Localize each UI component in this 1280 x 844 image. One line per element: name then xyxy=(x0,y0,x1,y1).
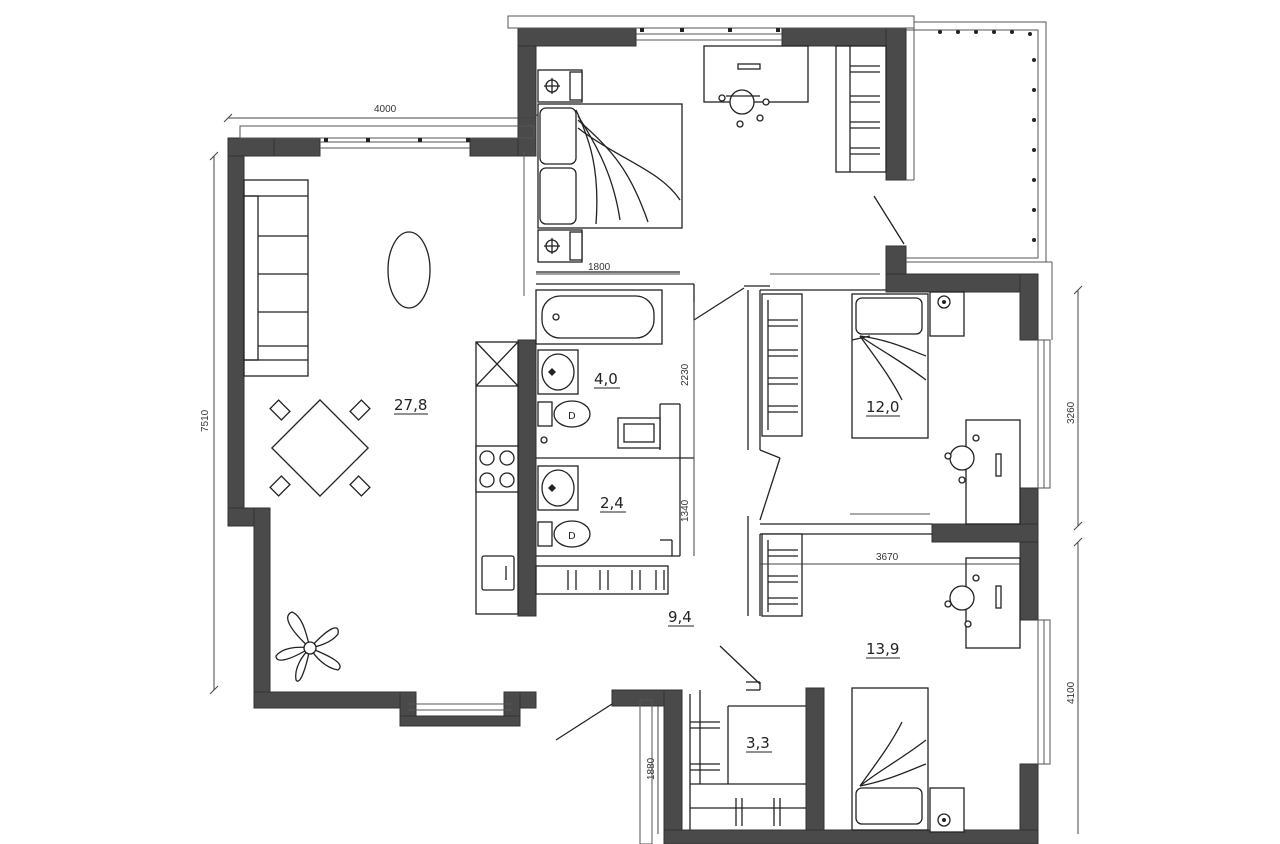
area-bedroom-large: 13,9 xyxy=(866,640,899,658)
hall-wardrobe xyxy=(535,565,669,595)
wall-bed13-right-bottom xyxy=(1019,763,1039,844)
kitchen-units xyxy=(475,341,519,615)
wall-living-top-l2 xyxy=(273,137,321,157)
bed13-nightstand xyxy=(929,787,965,833)
walls xyxy=(227,27,1039,844)
master-wardrobe xyxy=(835,45,887,173)
bed12-bed xyxy=(851,293,929,439)
balcony-outline xyxy=(906,21,1047,263)
wall-bed12-top xyxy=(885,273,1039,293)
area-bath: 4,0 xyxy=(594,370,618,388)
bathtub xyxy=(535,289,663,345)
area-living: 27,8 xyxy=(394,396,427,414)
bed12-nightstand xyxy=(929,291,965,337)
master-desk xyxy=(703,45,809,128)
plant-icon xyxy=(275,611,341,682)
dim-bath-width: 1800 xyxy=(588,262,611,273)
dining-set xyxy=(269,398,371,498)
sofa xyxy=(243,179,309,377)
bed12-wardrobe xyxy=(761,293,803,437)
bed13-wardrobe xyxy=(761,533,803,617)
dim-bath-height: 2230 xyxy=(680,363,691,386)
wall-bottom xyxy=(663,829,1039,844)
bed13-bed xyxy=(851,687,929,831)
nightstand-bottom xyxy=(537,229,583,263)
storage-shelves xyxy=(689,694,806,830)
bath-toilet: D xyxy=(537,400,591,444)
wall-storage-left xyxy=(663,689,683,844)
dim-wc-height: 1340 xyxy=(680,499,691,522)
window-living-top xyxy=(239,125,535,139)
dim-top-width: 4000 xyxy=(374,104,397,115)
area-storage: 3,3 xyxy=(746,734,770,752)
svg-text:D: D xyxy=(568,531,576,542)
wall-bed12-right-top xyxy=(1019,273,1039,341)
wall-living-bottom-left xyxy=(253,691,403,709)
area-wc: 2,4 xyxy=(600,494,624,512)
svg-text:D: D xyxy=(568,411,576,422)
balcony-railing-dots xyxy=(324,28,1036,242)
wall-master-top-l xyxy=(517,27,637,47)
area-hall: 9,4 xyxy=(668,608,692,626)
area-bedroom-small: 12,0 xyxy=(866,398,899,416)
bath-sink xyxy=(537,349,579,395)
partitions xyxy=(536,195,932,785)
wall-master-left xyxy=(517,27,537,157)
wall-master-right xyxy=(885,27,907,181)
rug-oval xyxy=(387,231,431,309)
wall-window-sill xyxy=(399,715,521,727)
wall-storage-right xyxy=(805,687,825,844)
master-bed xyxy=(537,103,683,229)
windows-balcony xyxy=(239,15,1053,844)
dim-left-height: 7510 xyxy=(200,409,211,432)
nightstand-top xyxy=(537,69,583,103)
bed12-desk xyxy=(944,419,1021,525)
wall-living-left xyxy=(227,137,245,513)
wall-between-bedrooms xyxy=(931,523,1039,543)
wall-living-left-lower xyxy=(253,507,271,709)
wall-bed12-corner xyxy=(885,245,907,277)
dim-storage-height: 1880 xyxy=(646,757,657,780)
bed13-desk xyxy=(944,557,1021,649)
wall-bed13-right-top xyxy=(1019,541,1039,621)
dim-bedroom-large-width: 3670 xyxy=(876,552,899,563)
dimension-lines xyxy=(209,113,1083,834)
wc-sink xyxy=(537,465,579,511)
wc-toilet: D xyxy=(537,520,591,548)
dim-bedroom-small-height: 3260 xyxy=(1066,401,1077,424)
dim-bedroom-large-height: 4100 xyxy=(1066,681,1077,704)
wall-kitchen-right xyxy=(517,339,537,617)
window-master-top xyxy=(507,15,915,29)
wall-living-top-l xyxy=(227,137,275,157)
